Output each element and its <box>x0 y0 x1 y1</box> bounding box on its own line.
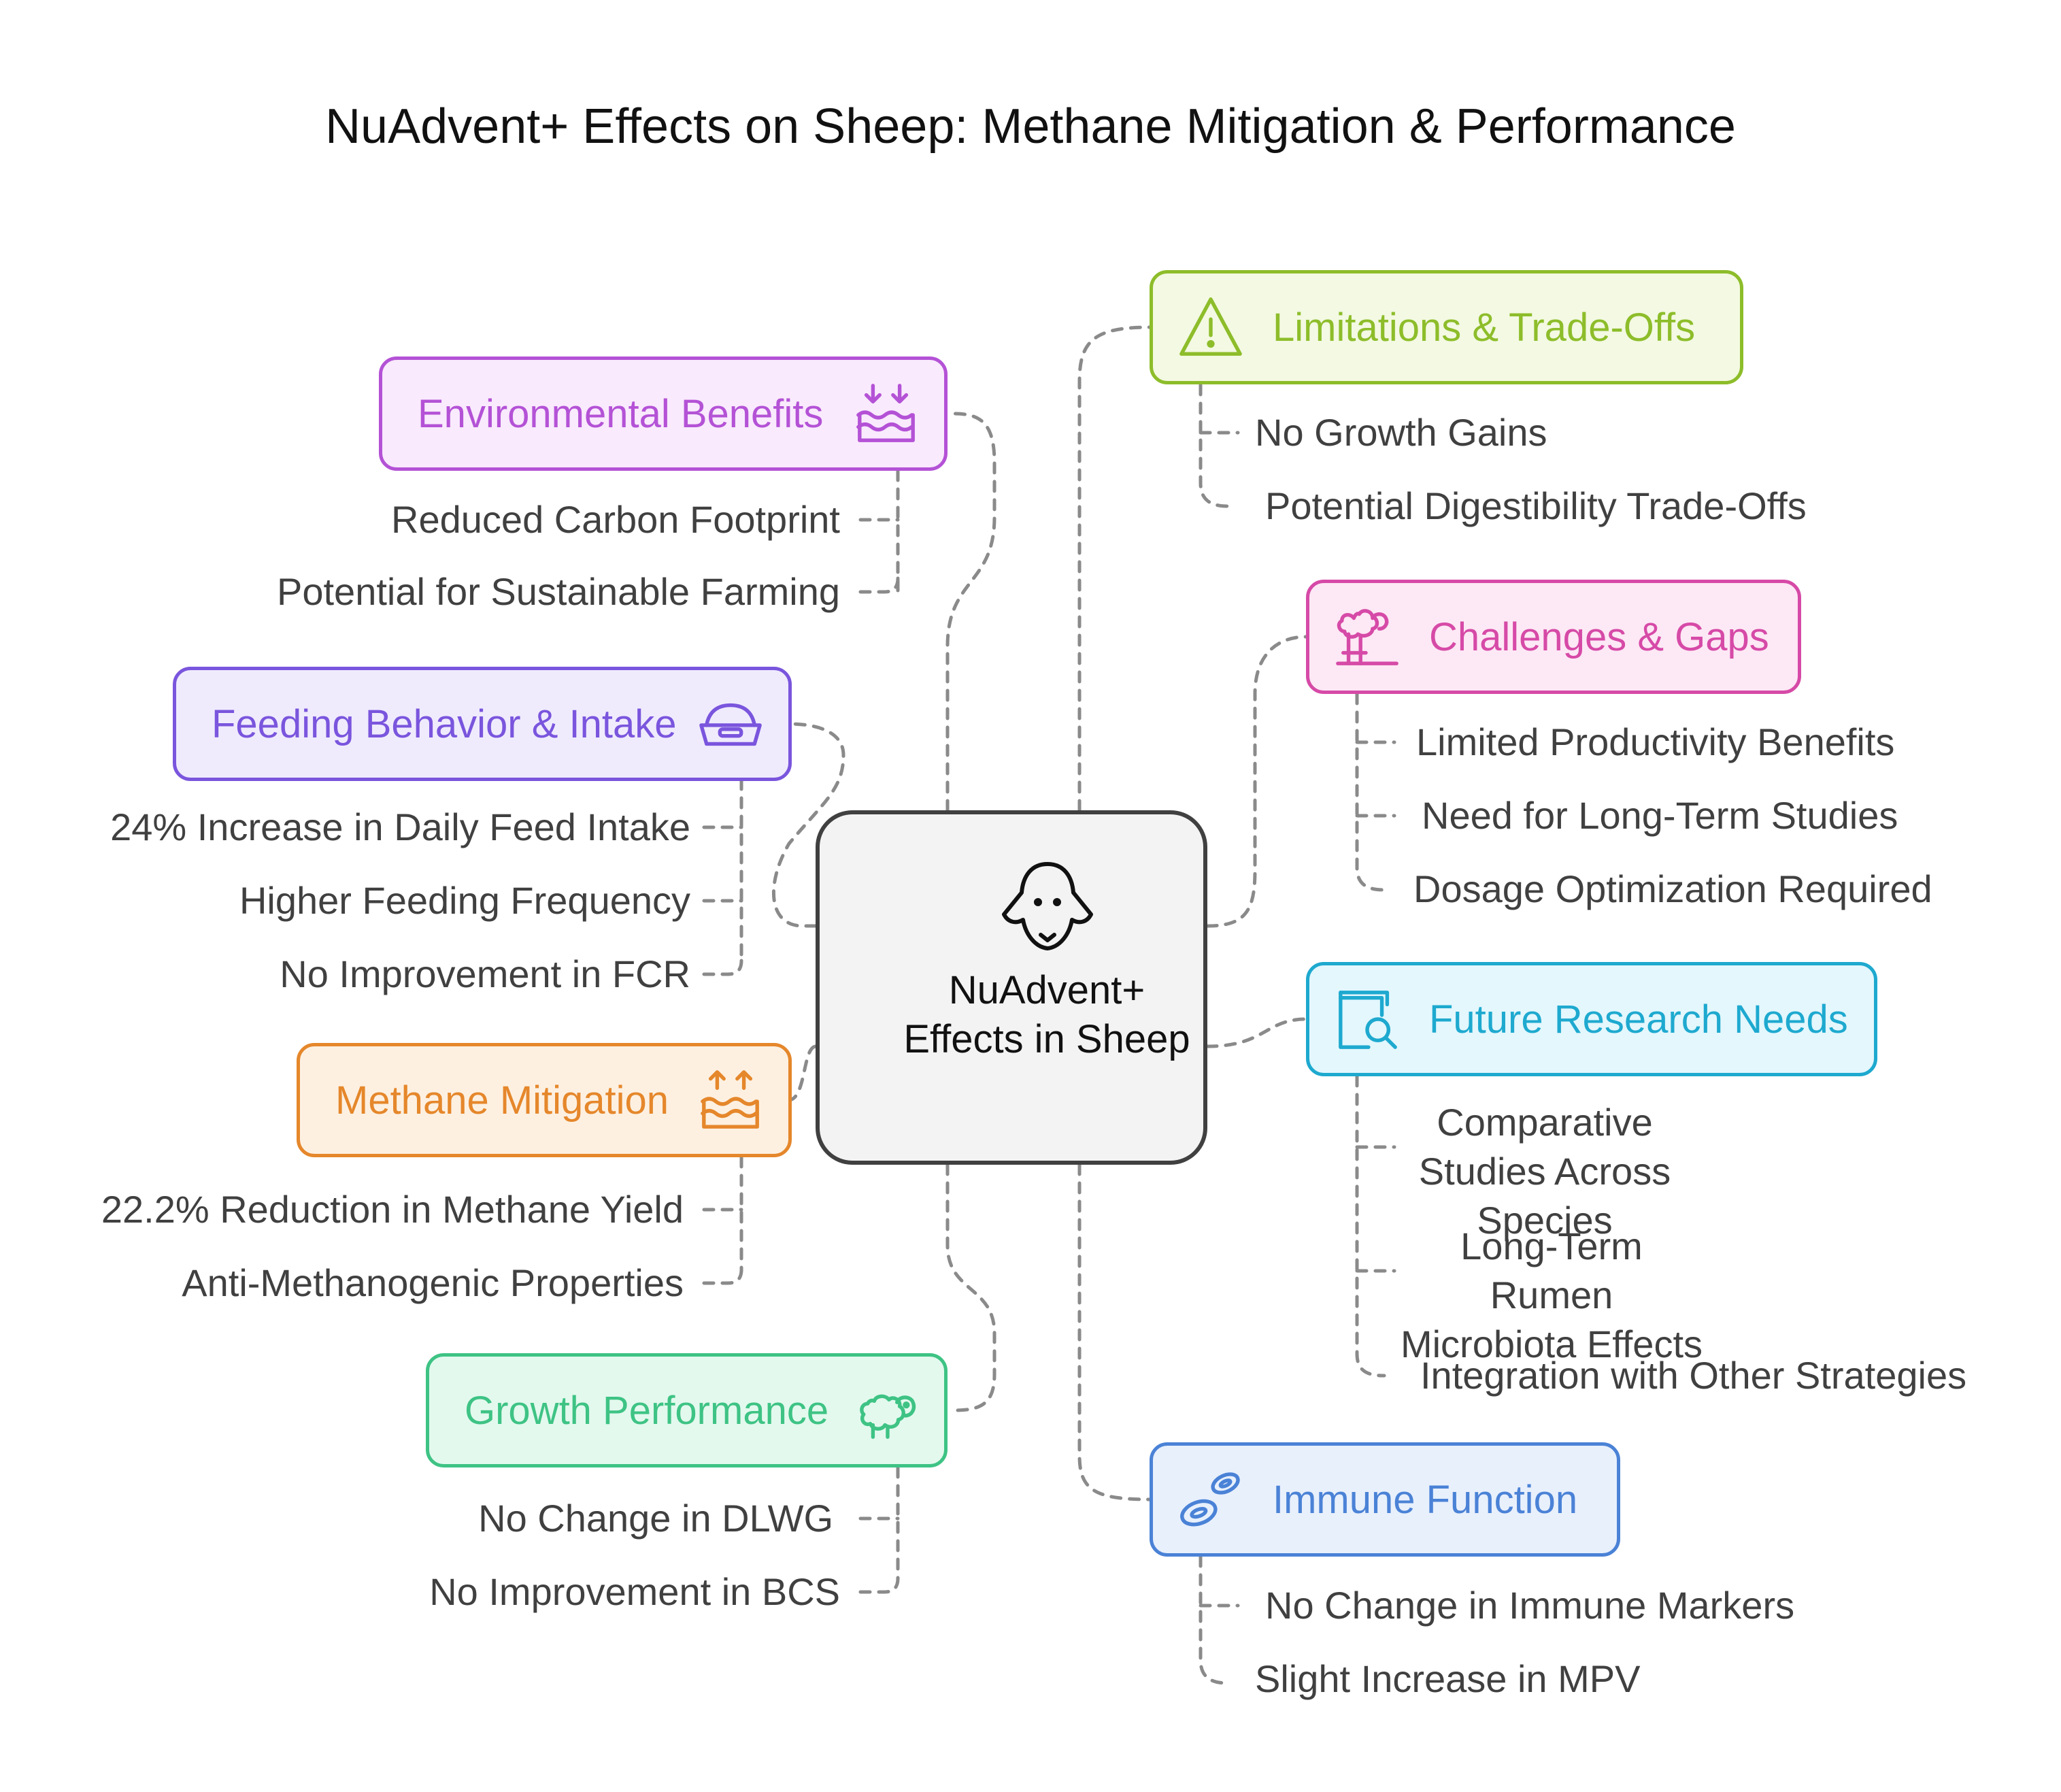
list-item: Comparative Studies Across Species <box>1418 1101 1671 1242</box>
central-node <box>816 810 1207 1165</box>
list-item: Long-Term Rumen Microbiota Effects <box>1400 1225 1703 1365</box>
list-item: No Growth Gains <box>1255 411 1547 454</box>
list-item: Slight Increase in MPV <box>1255 1657 1641 1700</box>
list-item: Higher Feeding Frequency <box>239 879 690 922</box>
topic-environmental-benefits: Environmental Benefits <box>379 356 948 471</box>
topic-growth-performance: Growth Performance <box>426 1353 948 1467</box>
list-item: Anti-Methanogenic Properties <box>182 1261 684 1304</box>
central-node-label: NuAdvent+ Effects in Sheep <box>903 968 1190 1061</box>
topic-label: Feeding Behavior & Intake <box>212 701 677 746</box>
topic-methane-mitigation: Methane Mitigation <box>297 1043 792 1157</box>
sheep-pasture-icon <box>1334 603 1401 670</box>
water-down-arrows-icon <box>853 380 920 447</box>
list-item: No Change in DLWG <box>478 1497 833 1540</box>
list-item: Potential Digestibility Trade-Offs <box>1265 484 1807 527</box>
topic-label: Growth Performance <box>465 1388 829 1433</box>
book-search-icon <box>1334 986 1401 1052</box>
list-item: No Improvement in FCR <box>280 952 690 995</box>
feed-bowl-icon <box>697 691 764 757</box>
list-item: Limited Productivity Benefits <box>1416 720 1895 763</box>
list-item: No Change in Immune Markers <box>1265 1584 1795 1627</box>
list-item: Need for Long-Term Studies <box>1422 794 1898 837</box>
list-item: 22.2% Reduction in Methane Yield <box>101 1188 684 1231</box>
warning-icon <box>1177 294 1244 361</box>
topic-label: Immune Function <box>1273 1477 1578 1522</box>
topic-label: Limitations & Trade-Offs <box>1273 305 1696 350</box>
sheep-icon <box>853 1377 920 1444</box>
topic-future-research: Future Research Needs <box>1306 962 1877 1076</box>
blood-cells-icon <box>1177 1466 1244 1533</box>
list-item: Integration with Other Strategies <box>1420 1354 1967 1397</box>
list-item: 24% Increase in Daily Feed Intake <box>110 806 690 848</box>
list-item: Potential for Sustainable Farming <box>277 570 840 613</box>
list-item: Dosage Optimization Required <box>1413 867 1932 910</box>
sheep-face-icon <box>996 854 1099 958</box>
diagram-title: NuAdvent+ Effects on Sheep: Methane Miti… <box>325 99 1736 154</box>
list-item: No Improvement in BCS <box>429 1570 840 1613</box>
water-up-arrows-icon <box>697 1067 764 1133</box>
list-item: Reduced Carbon Footprint <box>391 498 840 541</box>
topic-label: Environmental Benefits <box>418 391 824 436</box>
topic-label: Future Research Needs <box>1429 997 1848 1042</box>
topic-challenges-gaps: Challenges & Gaps <box>1306 580 1801 694</box>
topic-limitations-tradeoffs: Limitations & Trade-Offs <box>1150 270 1743 384</box>
topic-feeding-behavior: Feeding Behavior & Intake <box>173 667 792 781</box>
topic-label: Challenges & Gaps <box>1429 614 1769 659</box>
topic-immune-function: Immune Function <box>1150 1442 1620 1557</box>
topic-label: Methane Mitigation <box>335 1078 669 1123</box>
